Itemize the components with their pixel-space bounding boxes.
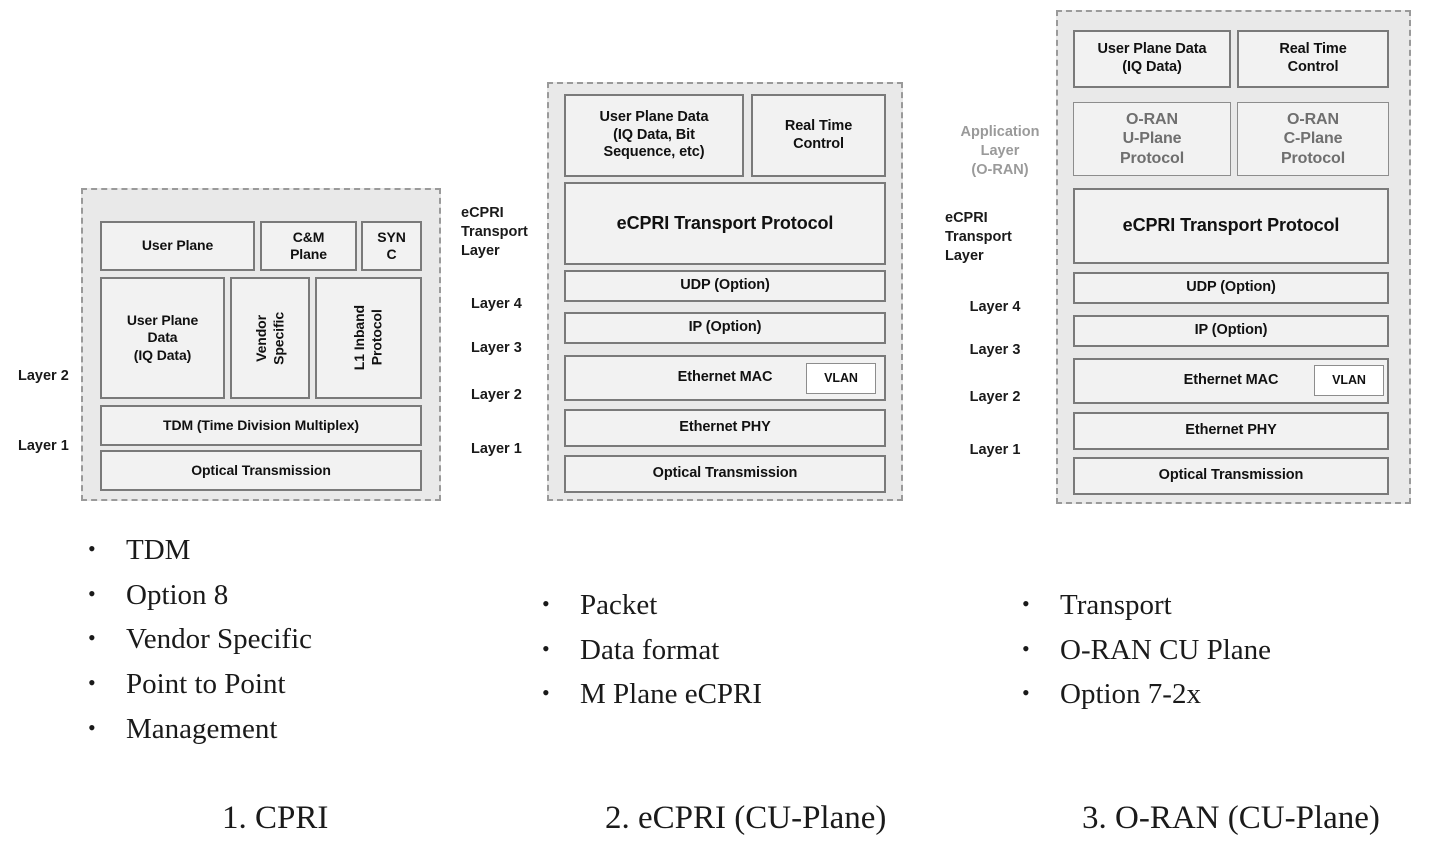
oran-box-user-plane-data[interactable]: User Plane Data (IQ Data) [1073,30,1231,88]
list-item: • Vendor Specific [88,617,312,662]
list-item: • Point to Point [88,662,312,707]
oran-box-udp[interactable]: UDP (Option) [1073,272,1389,304]
bullet-glyph: • [88,669,96,695]
ecpri-box-ip[interactable]: IP (Option) [564,312,886,344]
cpri-layer2-text: Layer 2 [18,368,69,385]
bullet-glyph: • [1022,591,1030,616]
oran-layer-label-layer4: Layer 4 [945,279,1045,317]
oran-layer4-text: Layer 4 [969,299,1021,316]
ecpri-layer-label-layer2: Layer 2 [471,367,549,405]
ecpri-caption: 2. eCPRI (CU-Plane) [605,800,887,836]
bullet-glyph: • [88,580,96,606]
ecpri-bullet-list: • Packet • Data format • M Plane eCPRI [542,583,762,717]
ecpri-layer-label-transport: eCPRI Transport Layer [461,185,539,262]
cpri-box-vendor-specific[interactable]: Vendor Specific [230,277,310,399]
oran-caption: 3. O-RAN (CU-Plane) [1082,800,1380,836]
oran-layer1-text: Layer 1 [969,442,1021,459]
ecpri-bullet-0: Packet [580,589,658,621]
ecpri-box-real-time-control[interactable]: Real Time Control [751,94,886,177]
ecpri-layer-label-layer4: Layer 4 [471,276,549,314]
oran-layer-label-layer3: Layer 3 [945,322,1045,360]
ecpri-box-optical-transmission[interactable]: Optical Transmission [564,455,886,493]
ecpri-layer1-text: Layer 1 [471,441,522,458]
oran-transport-layer-text: eCPRI Transport Layer [945,210,1012,265]
cpri-layer1-text: Layer 1 [18,438,69,455]
cpri-bullet-list: • TDM • Option 8 • Vendor Specific • Poi… [88,528,312,751]
oran-layer-label-layer2: Layer 2 [945,369,1045,407]
list-item: • M Plane eCPRI [542,672,762,717]
oran-box-vlan[interactable]: VLAN [1314,365,1384,396]
bullet-glyph: • [542,591,550,616]
oran-bullet-2: Option 7-2x [1060,678,1201,711]
bullet-glyph: • [542,635,550,661]
oran-box-u-plane-protocol[interactable]: O-RAN U-Plane Protocol [1073,102,1231,176]
ecpri-layer-label-layer3: Layer 3 [471,320,549,358]
oran-box-ip[interactable]: IP (Option) [1073,315,1389,347]
cpri-bullet-0: TDM [126,534,191,566]
oran-layer3-text: Layer 3 [969,342,1021,359]
cpri-box-optical-transmission[interactable]: Optical Transmission [100,450,422,491]
oran-box-c-plane-protocol[interactable]: O-RAN C-Plane Protocol [1237,102,1389,176]
bullet-glyph: • [1022,680,1030,706]
list-item: • Data format [542,628,762,673]
ecpri-transport-layer-text: eCPRI Transport Layer [461,205,528,260]
oran-layer-label-application: Application Layer (O-RAN) [950,104,1050,181]
oran-bullet-1: O-RAN CU Plane [1060,633,1272,666]
oran-application-layer-text: Application Layer (O-RAN) [960,124,1040,179]
ecpri-bullet-1: Data format [580,633,720,666]
cpri-box-cm-plane[interactable]: C&M Plane [260,221,357,271]
oran-bullet-0: Transport [1060,589,1172,621]
bullet-glyph: • [88,625,96,651]
oran-box-ethernet-phy[interactable]: Ethernet PHY [1073,412,1389,450]
list-item: • Management [88,707,312,752]
cpri-box-user-plane[interactable]: User Plane [100,221,255,271]
ecpri-layer-label-layer1: Layer 1 [471,421,549,459]
cpri-caption: 1. CPRI [222,800,329,836]
cpri-box-l1-inband-protocol[interactable]: L1 Inband Protocol [315,277,422,399]
oran-box-real-time-control[interactable]: Real Time Control [1237,30,1389,88]
list-item: • Transport [1022,583,1271,628]
oran-layer-label-layer1: Layer 1 [945,422,1045,460]
ecpri-bullet-2: M Plane eCPRI [580,678,763,711]
cpri-bullet-1: Option 8 [126,578,229,611]
cpri-bullet-2: Vendor Specific [126,623,313,656]
oran-layer2-text: Layer 2 [969,389,1021,406]
cpri-box-user-plane-data[interactable]: User Plane Data (IQ Data) [100,277,225,399]
ecpri-box-ecpri-transport-protocol[interactable]: eCPRI Transport Protocol [564,182,886,265]
ecpri-layer4-text: Layer 4 [471,296,522,313]
list-item: • Option 7-2x [1022,672,1271,717]
ecpri-box-ethernet-phy[interactable]: Ethernet PHY [564,409,886,447]
bullet-glyph: • [88,714,96,740]
oran-box-optical-transmission[interactable]: Optical Transmission [1073,457,1389,495]
list-item: • Packet [542,583,762,628]
cpri-box-sync[interactable]: SYN C [361,221,422,271]
oran-box-ecpri-transport-protocol[interactable]: eCPRI Transport Protocol [1073,188,1389,264]
list-item: • TDM [88,528,312,573]
ecpri-box-vlan[interactable]: VLAN [806,363,876,394]
bullet-glyph: • [88,536,96,561]
ecpri-box-user-plane-data[interactable]: User Plane Data (IQ Data, Bit Sequence, … [564,94,744,177]
list-item: • O-RAN CU Plane [1022,628,1271,673]
cpri-layer-label-layer2: Layer 2 [18,348,80,386]
ecpri-layer3-text: Layer 3 [471,340,522,357]
cpri-bullet-4: Management [126,712,278,745]
oran-layer-label-transport: eCPRI Transport Layer [945,190,1045,267]
cpri-box-tdm[interactable]: TDM (Time Division Multiplex) [100,405,422,446]
cpri-layer-label-layer1: Layer 1 [18,418,80,456]
list-item: • Option 8 [88,573,312,618]
cpri-bullet-3: Point to Point [126,667,286,700]
bullet-glyph: • [542,680,550,706]
bullet-glyph: • [1022,635,1030,661]
ecpri-box-udp[interactable]: UDP (Option) [564,270,886,302]
ecpri-layer2-text: Layer 2 [471,387,522,404]
oran-bullet-list: • Transport • O-RAN CU Plane • Option 7-… [1022,583,1271,717]
